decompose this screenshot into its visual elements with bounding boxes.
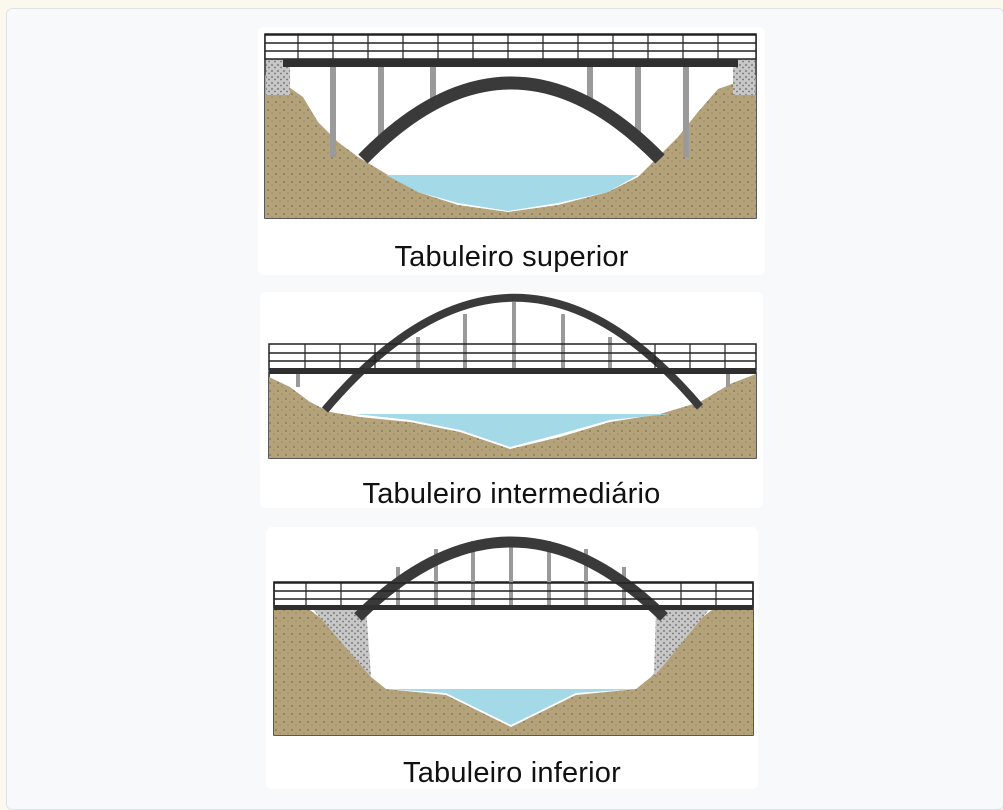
caption-superior: Tabuleiro superior (394, 241, 629, 273)
abutment-left (311, 607, 371, 677)
deck-railing (264, 34, 757, 60)
caption-intermediario: Tabuleiro intermediário (362, 478, 661, 510)
deck-slab (274, 605, 753, 610)
arch (358, 76, 665, 164)
deck-columns (330, 67, 689, 157)
riverbank-soil (269, 374, 756, 458)
arch (321, 293, 704, 413)
riverbank-soil (274, 607, 753, 735)
bridge-inferior-illustration (273, 536, 754, 736)
panel-deck-intermediario: Tabuleiro intermediário (260, 292, 763, 510)
bridge-intermediario-illustration (268, 293, 757, 459)
panel-deck-superior: Tabuleiro superior (258, 27, 765, 275)
caption-inferior: Tabuleiro inferior (403, 757, 621, 789)
panel-deck-inferior: Tabuleiro inferior (266, 527, 758, 789)
bridge-superior-illustration (264, 33, 757, 219)
river-water (386, 689, 638, 725)
river-water (355, 414, 670, 447)
deck-slab (283, 59, 738, 67)
abutment-right (654, 607, 711, 677)
riverbank-soil (265, 75, 756, 218)
deck-slab (269, 368, 756, 374)
abutment-right (733, 59, 755, 95)
river-water (386, 175, 638, 211)
